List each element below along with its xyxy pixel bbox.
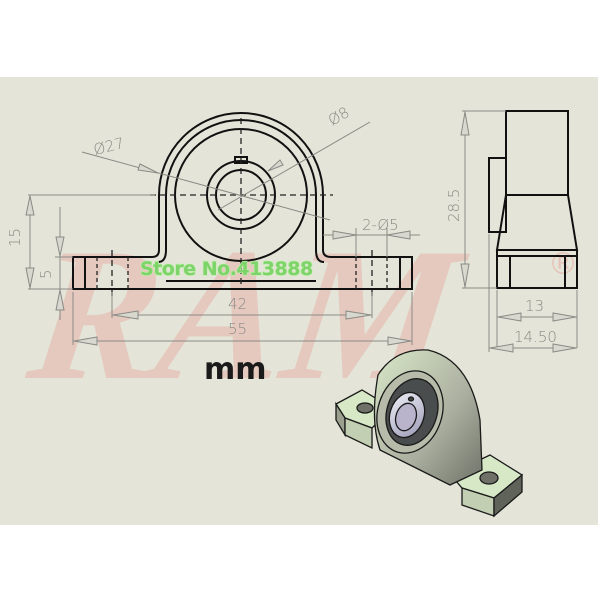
registered-mark-icon: ® xyxy=(548,247,578,282)
dim-overall-length: 55 xyxy=(228,320,247,338)
dim-mount-holes: 2-Ø5 xyxy=(362,216,399,234)
side-view xyxy=(488,110,579,289)
dim-base-thickness: 5 xyxy=(37,269,55,279)
drawing-sheet xyxy=(0,77,598,525)
dim-outer-diameter: Ø27 xyxy=(92,134,126,159)
dim-base-width: 13 xyxy=(525,297,544,315)
dim-overall-width: 14.50 xyxy=(514,328,557,346)
dim-hole-spacing: 42 xyxy=(228,295,247,313)
housing-outline xyxy=(72,112,413,290)
dim-bore-diameter: Ø8 xyxy=(325,103,352,129)
dim-center-height: 15 xyxy=(6,228,24,247)
isometric-render xyxy=(335,349,524,518)
dim-overall-height: 28.5 xyxy=(445,189,463,222)
front-view xyxy=(72,112,413,300)
unit-label: mm xyxy=(204,352,267,387)
store-label: Store No.413888 xyxy=(140,258,313,280)
housing-inner-edge xyxy=(165,119,325,263)
side-dimensions: 28.5 13 14.50 xyxy=(445,110,578,353)
